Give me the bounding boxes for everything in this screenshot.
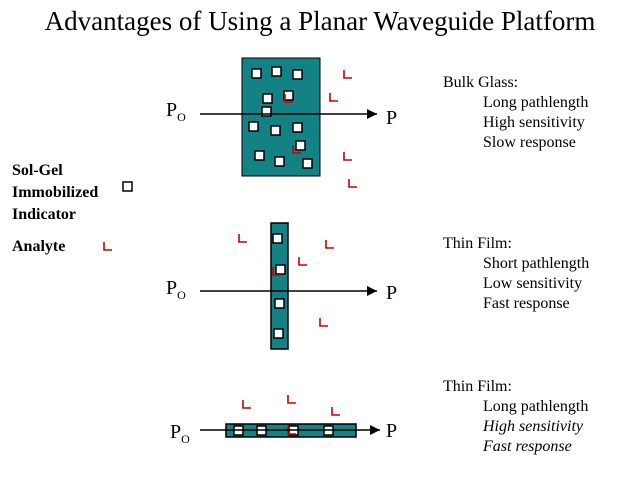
analyte-mark — [329, 93, 338, 102]
analyte-mark — [348, 179, 357, 188]
page-title: Advantages of Using a Planar Waveguide P… — [44, 6, 596, 36]
analyte-mark — [287, 395, 296, 404]
analyte-mark — [287, 426, 296, 435]
indicator-square — [292, 69, 303, 80]
indicator-square — [251, 68, 262, 79]
legend-analyte-label: Analyte — [12, 238, 66, 255]
analyte-mark — [325, 240, 334, 249]
indicator-square — [295, 140, 306, 151]
beam-input-label-1: PO — [166, 99, 186, 124]
indicator-square — [262, 93, 273, 104]
analyte-mark — [343, 152, 352, 161]
indicator-square — [283, 90, 294, 101]
indicator-square — [254, 150, 265, 161]
panel-line: Low sensitivity — [483, 275, 583, 292]
legend-indicator-line-1: Sol-Gel — [12, 162, 63, 179]
analyte-mark — [238, 234, 247, 243]
beam-output-label-2: P — [386, 282, 398, 304]
panel-line: High sensitivity — [483, 418, 583, 435]
legend-indicator-line-3: Indicator — [12, 206, 76, 223]
indicator-square — [274, 298, 285, 309]
indicator-square — [248, 121, 259, 132]
beam-output-label-1: P — [386, 107, 398, 129]
indicator-square — [271, 66, 282, 77]
analyte-mark — [298, 257, 307, 266]
legend-indicator-square — [122, 181, 133, 192]
panel-thin-film-long: Thin Film: Long pathlength High sensitiv… — [443, 377, 588, 457]
analyte-mark — [103, 242, 112, 251]
thin-film-vertical — [270, 222, 289, 350]
panel-heading: Thin Film: — [443, 378, 512, 395]
indicator-square — [272, 233, 283, 244]
panel-line: Short pathlength — [483, 255, 590, 272]
indicator-square — [302, 158, 313, 169]
panel-line: High sensitivity — [483, 114, 585, 131]
analyte-mark — [292, 145, 301, 154]
indicator-square — [261, 106, 272, 117]
beam-output-label-3: P — [386, 420, 398, 442]
panel-line: Long pathlength — [483, 398, 589, 415]
panel-line: Fast response — [483, 295, 570, 312]
analyte-mark — [242, 400, 251, 409]
beam-input-label-3: PO — [170, 421, 190, 446]
panel-thin-film-short: Thin Film: Short pathlength Low sensitiv… — [443, 234, 589, 314]
legend-indicator-line-2: Immobilized — [12, 184, 99, 201]
panel-heading: Bulk Glass: — [443, 74, 519, 91]
analyte-mark — [284, 94, 293, 103]
panel-line: Fast response — [483, 438, 572, 455]
beam-input-label-2: PO — [166, 277, 186, 302]
analyte-mark — [331, 407, 340, 416]
indicator-square — [274, 156, 285, 167]
panel-heading: Thin Film: — [443, 235, 512, 252]
panel-line: Long pathlength — [483, 94, 589, 111]
indicator-square — [273, 328, 284, 339]
analyte-mark — [272, 267, 281, 276]
indicator-square — [292, 122, 303, 133]
legend-indicator-label: Sol-Gel Immobilized Indicator — [12, 160, 98, 226]
indicator-square — [275, 264, 286, 275]
indicator-square — [270, 125, 281, 136]
panel-bulk-glass: Bulk Glass: Long pathlength High sensiti… — [443, 73, 588, 153]
analyte-mark — [343, 70, 352, 79]
analyte-mark — [319, 318, 328, 327]
panel-line: Slow response — [483, 134, 576, 151]
